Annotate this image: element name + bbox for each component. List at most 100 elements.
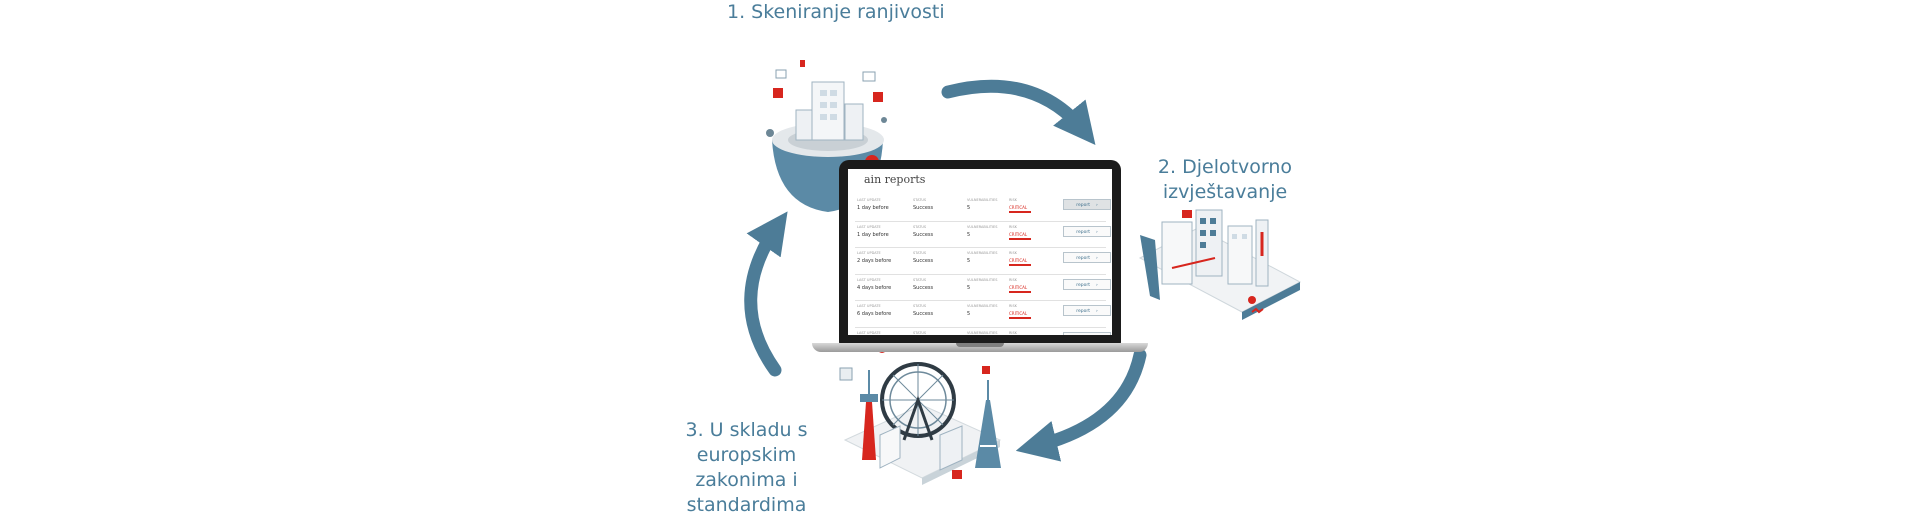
step-2-label: 2. Djelotvorno izvještavanje: [1150, 155, 1300, 205]
step-2-label-line-1: 2. Djelotvorno: [1157, 156, 1293, 178]
column-header: LAST UPDATE: [857, 277, 881, 282]
cell-value: 5: [967, 231, 971, 238]
cell-last-update: LAST UPDATE 1 day before: [857, 225, 889, 238]
cell-risk: RISK CRITICAL: [1009, 224, 1032, 240]
chevron-right-icon: ›: [1095, 282, 1098, 288]
column-header: STATUS: [913, 251, 927, 255]
risk-critical-badge: CRITICAL: [1009, 258, 1032, 266]
risk-critical-badge: CRITICAL: [1009, 231, 1032, 240]
cell-value: 5: [967, 311, 971, 317]
chevron-right-icon: ›: [1095, 229, 1098, 235]
cell-last-update: LAST UPDATE 2 days before: [857, 251, 891, 264]
column-header: STATUS: [913, 330, 927, 335]
column-header: RISK: [1009, 224, 1017, 229]
cell-vulnerabilities: VULNERABILITIES 5: [967, 278, 997, 291]
report-button[interactable]: report›: [1063, 278, 1111, 290]
column-header: RISK: [1009, 277, 1017, 282]
column-header: STATUS: [913, 198, 927, 202]
cell-value: Success: [913, 284, 934, 291]
arrow-step1-to-step2: [941, 79, 1096, 145]
column-header: VULNERABILITIES: [967, 251, 998, 255]
column-header: VULNERABILITIES: [967, 198, 998, 202]
cell-value: 1 day before: [857, 231, 889, 238]
column-header: STATUS: [913, 277, 927, 282]
table-row: LAST UPDATE 1 day before STATUS Success VULN…: [855, 222, 1111, 248]
cell-last-update: LAST UPDATE 4 days before: [857, 278, 891, 291]
column-header: STATUS: [913, 304, 927, 308]
column-header: RISK: [1009, 198, 1017, 202]
cell-status: STATUS Success: [913, 304, 933, 317]
cell-vulnerabilities: VULNERABILITIES 5: [967, 251, 997, 264]
step-1-label-line: 1. Skeniranje ranjivosti: [727, 1, 945, 23]
cell-status: STATUS Success: [913, 278, 933, 291]
report-button-label: report: [1076, 309, 1090, 314]
column-header: LAST UPDATE: [857, 198, 881, 202]
step-1-label: 1. Skeniranje ranjivosti: [727, 0, 945, 25]
column-header: RISK: [1009, 251, 1017, 255]
table-row: LAST UPDATE 2 days before STATUS Success VUL…: [855, 248, 1111, 275]
column-header: RISK: [1009, 304, 1017, 308]
cell-status: STATUS Success: [913, 225, 933, 238]
cell-status: STATUS Success: [913, 251, 933, 264]
column-header: LAST UPDATE: [857, 251, 881, 255]
cell-value: Success: [913, 205, 934, 211]
cell-value: 5: [967, 284, 971, 291]
cell-risk: RISK CRITICAL: [1009, 251, 1032, 266]
report-button[interactable]: report›: [1063, 252, 1111, 263]
step-3-label-line-2: zakonima i standardima: [686, 469, 807, 516]
cell-vulnerabilities: VULNERABILITIES 5: [967, 225, 997, 238]
table-row: LAST UPDATE 4 days before STATUS Success VUL…: [855, 275, 1111, 301]
arrow-step2-to-step3: [1015, 348, 1147, 462]
cell-value: Success: [913, 311, 934, 317]
column-header: RISK: [1009, 330, 1017, 335]
cell-value: 4 days before: [857, 284, 892, 291]
isometric-office-buildings-illustration: [1138, 209, 1302, 320]
cell-value: 5: [967, 258, 971, 264]
risk-critical-badge: CRITICAL: [1009, 205, 1032, 213]
column-header: STATUS: [913, 224, 927, 229]
column-header: VULNERABILITIES: [967, 224, 998, 229]
table-row: LAST UPDATE 1 day before STATUS Success VULN…: [855, 195, 1111, 222]
european-landmarks-illustration: [839, 343, 1002, 485]
cell-value: Success: [913, 231, 934, 238]
report-button[interactable]: report›: [1063, 199, 1111, 210]
cell-value: 1 day before: [857, 205, 889, 211]
cell-last-update: LAST UPDATE 6 days before: [857, 304, 891, 317]
report-button-label: report: [1076, 229, 1090, 235]
risk-critical-badge: CRITICAL: [1009, 284, 1032, 293]
cell-last-update: LAST UPDATE 1 day before: [857, 198, 889, 211]
arrow-step3-to-step1: [744, 211, 788, 377]
laptop-notch: [956, 343, 1004, 347]
report-button[interactable]: report ›: [1063, 225, 1111, 237]
step-2-label-line-2: izvještavanje: [1162, 181, 1288, 203]
table-row: LAST UPDATE 6 days before STATUS Success VUL…: [855, 301, 1111, 328]
cell-value: 2 days before: [857, 258, 892, 264]
column-header: LAST UPDATE: [857, 304, 881, 308]
cell-value: 6 days before: [857, 311, 892, 317]
report-button[interactable]: report›: [1063, 305, 1111, 316]
step-3-label-line-1: 3. U skladu s europskim: [685, 419, 808, 466]
column-header: VULNERABILITIES: [967, 330, 998, 335]
report-button[interactable]: report›: [1063, 331, 1111, 335]
report-button-label: report: [1076, 256, 1090, 261]
column-header: LAST UPDATE: [857, 224, 881, 229]
cell-value: Success: [913, 258, 934, 264]
reports-title: ain reports: [864, 173, 926, 186]
cell-vulnerabilities: VULNERABILITIES 5: [967, 198, 997, 211]
cell-risk: RISK CRITICAL: [1009, 198, 1032, 213]
cell-value: 5: [967, 205, 971, 211]
cell-risk: RISK CRITICAL: [1009, 277, 1032, 293]
laptop-base: [812, 343, 1148, 352]
column-header: VULNERABILITIES: [967, 277, 998, 282]
cell-status: STATUS Success: [913, 198, 933, 211]
column-header: LAST UPDATE: [857, 330, 881, 335]
